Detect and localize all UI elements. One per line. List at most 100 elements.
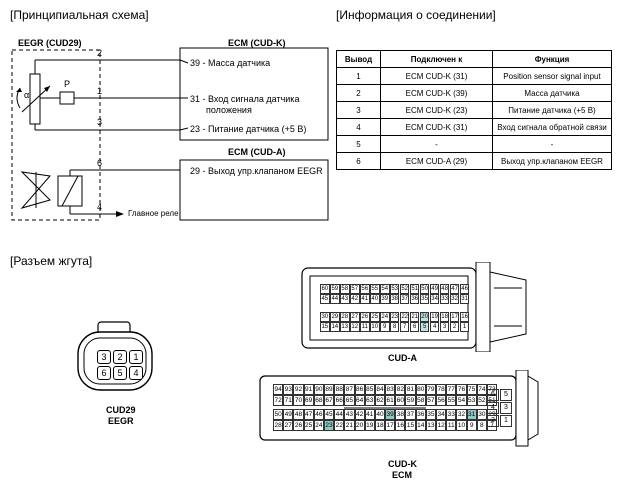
column-header: Подключен к [380, 50, 493, 68]
cud-a-pin: 15 [320, 322, 330, 332]
cud-k-pin: 39 [385, 409, 396, 420]
cud-k-pin: 71 [283, 395, 294, 406]
cud-a-pin: 38 [389, 294, 400, 304]
table-cell: Питание датчика (+5 В) [492, 101, 612, 119]
cud29-pin: 1 [129, 350, 143, 364]
table-cell: Вход сигнала обратной связи [492, 118, 612, 136]
cud-k-pin: 68 [313, 395, 324, 406]
ecm-a-pin-29: 29 - Выход упр.клапаном EEGR [190, 166, 323, 176]
cud-k-pin: 58 [415, 395, 426, 406]
cud-k-pin: 28 [273, 420, 284, 431]
cud-k-pin: 17 [385, 420, 396, 431]
cud-k-pin: 34 [436, 409, 447, 420]
cud-a-pin: 46 [459, 284, 470, 294]
cud-a-pin: 16 [459, 312, 470, 322]
cud-a-pin: 55 [369, 284, 380, 294]
cud-a-pin: 14 [329, 322, 340, 332]
cud-k-pin: 72 [273, 395, 284, 406]
cud-a-pin: 27 [349, 312, 360, 322]
cud-a-pin: 20 [419, 312, 430, 322]
table-cell: 1 [336, 67, 381, 85]
ecm-label: ECM [392, 470, 412, 480]
cud-a-pin: 36 [409, 294, 420, 304]
cud-k-pin: 37 [405, 409, 416, 420]
cud-k-pin: 56 [436, 395, 447, 406]
cud-a-pin: 58 [339, 284, 350, 294]
cud-k-pin: 29 [486, 409, 498, 420]
cud29-pin: 4 [129, 366, 143, 380]
cud-a-pin: 5 [419, 322, 430, 332]
cud-a-pin: 6 [409, 322, 420, 332]
potentiometer-icon [29, 73, 41, 125]
cud-k-pin: 27 [283, 420, 294, 431]
cud-a-pin: 45 [320, 294, 330, 304]
cud-k-pin: 36 [415, 409, 426, 420]
cud-a-pin: 8 [389, 322, 400, 332]
cud-a-label: CUD-A [388, 353, 417, 363]
cud-k-pin: 48 [293, 409, 304, 420]
cud-k-label: CUD-K [388, 459, 417, 469]
table-cell: 5 [336, 135, 381, 153]
cud-k-pin: 25 [303, 420, 314, 431]
cud-k-pin: 61 [385, 395, 396, 406]
wiper-icon [21, 85, 51, 113]
cud-k-pin: 23 [323, 420, 335, 431]
column-header: Вывод [336, 50, 381, 68]
valve-icon [20, 171, 51, 209]
cud-a-pin: 9 [379, 322, 390, 332]
cud-a-pin: 7 [399, 322, 410, 332]
table-cell: - [492, 135, 612, 153]
cud-k-pin: 78 [436, 384, 447, 395]
cud-a-pin: 29 [329, 312, 340, 322]
cud29-pin: 3 [97, 350, 111, 364]
cud-k-pin: 55 [446, 395, 457, 406]
cud-k-pin: 79 [425, 384, 436, 395]
cud-k-pin: 91 [303, 384, 314, 395]
cud-k-pin: 63 [364, 395, 375, 406]
cud-a-pin: 12 [349, 322, 360, 332]
schematic-diagram [11, 47, 329, 221]
cud-k-pin: 83 [385, 384, 396, 395]
cud-a-pin: 18 [439, 312, 450, 322]
table-cell: ECM CUD-K (31) [380, 118, 493, 136]
cud-k-pin: 11 [446, 420, 457, 431]
cud-k-pin: 66 [334, 395, 345, 406]
cud-a-pin: 51 [409, 284, 420, 294]
cud-a-pin: 33 [439, 294, 450, 304]
cud-k-pin: 45 [323, 409, 335, 420]
cud-a-pin: 53 [389, 284, 400, 294]
table-cell: - [380, 135, 493, 153]
cud-k-pin: 81 [405, 384, 416, 395]
cud-a-pin: 26 [359, 312, 370, 322]
cud-k-pin: 42 [354, 409, 365, 420]
cud-k-pin: 65 [344, 395, 355, 406]
cud-k-pin: 44 [334, 409, 345, 420]
cud-a-pin: 37 [399, 294, 410, 304]
cud-k-pin: 92 [293, 384, 304, 395]
cud-k-pin: 53 [466, 395, 477, 406]
cud-a-pin: 57 [349, 284, 360, 294]
main-relay-label: Главное реле [128, 209, 179, 218]
cud-a-pin: 60 [320, 284, 330, 294]
cud-a-pin: 1 [459, 322, 470, 332]
table-cell: ECM CUD-K (23) [380, 101, 493, 119]
cud-k-pin: 30 [476, 409, 487, 420]
cud-k-side-pin: 3 [500, 402, 512, 414]
cud-k-pin: 94 [273, 384, 284, 395]
cud-a-pin: 42 [349, 294, 360, 304]
cud-k-pin: 88 [334, 384, 345, 395]
table-cell: 2 [336, 84, 381, 102]
ecm-cud-a-title: ECM (CUD-A) [228, 147, 286, 157]
cud-k-pin: 77 [446, 384, 457, 395]
cud-k-pin: 31 [466, 409, 477, 420]
cud-k-pin: 82 [395, 384, 406, 395]
alpha-label: α [24, 90, 30, 100]
cud-a-pin: 2 [449, 322, 460, 332]
cud-k-pin: 76 [456, 384, 467, 395]
cud-k-pin: 90 [313, 384, 324, 395]
cud29-label: CUD29 [106, 405, 136, 415]
cud-k-pin: 84 [374, 384, 386, 395]
cud-a-pin: 4 [429, 322, 440, 332]
